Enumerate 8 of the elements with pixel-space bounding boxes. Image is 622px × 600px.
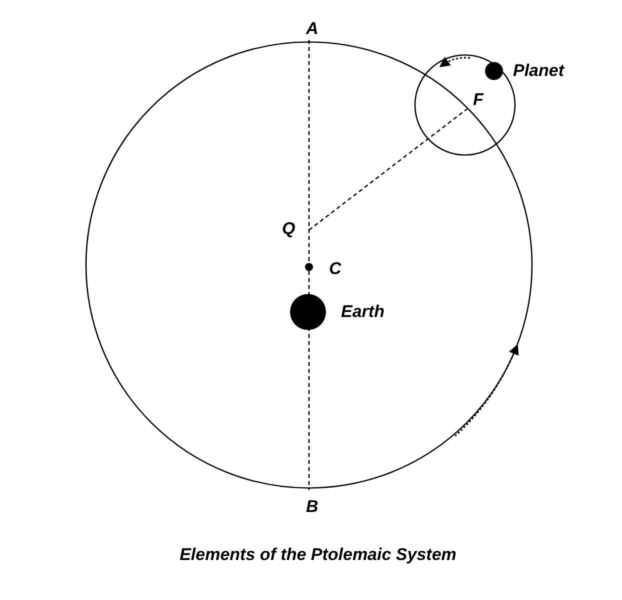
earth-label: Earth [341,302,384,322]
point-label: A [306,19,318,39]
planet-label: Planet [513,61,564,81]
point-label: Q [282,219,296,239]
point-label: F [473,90,484,110]
point-label: C [329,259,342,279]
caption: Elements of the Ptolemaic System [180,545,456,564]
point-label: B [306,497,318,517]
